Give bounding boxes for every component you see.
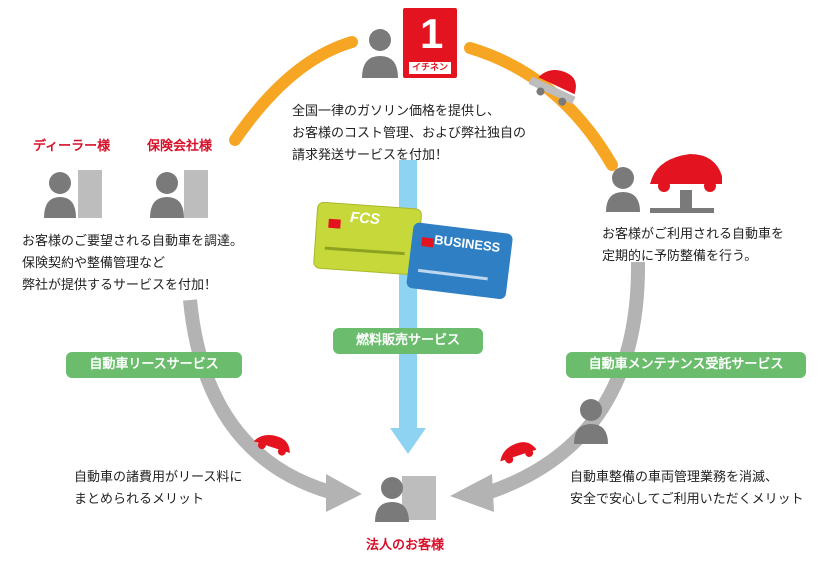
dealer-icon <box>44 170 102 218</box>
card-fcs-text: FCS <box>349 208 381 229</box>
top-person-icon <box>362 29 398 78</box>
gray-arrowhead-right <box>450 474 494 512</box>
blue-arrow-head <box>390 428 426 454</box>
top-desc-line-2: お客様のコスト管理、および弊社独自の <box>292 126 527 141</box>
top-desc-line-1: 全国一律のガソリン価格を提供し、 <box>292 104 501 119</box>
left-desc-line-2: 保険契約や整備管理など <box>22 256 166 271</box>
dealer-label: ディーラー様 <box>33 139 111 154</box>
insurer-icon <box>150 170 208 218</box>
tow-truck-icon <box>528 69 576 106</box>
ichinen-logo: 1 イチネン <box>403 8 457 78</box>
lease-benefit-line-2: まとめられるメリット <box>74 492 205 507</box>
logo-numeral: 1 <box>420 10 444 57</box>
gray-arrowhead-left <box>326 474 362 512</box>
customer-icon <box>375 476 436 522</box>
gray-arc-left <box>183 299 332 499</box>
red-car-left-icon <box>253 435 290 456</box>
left-desc-line-1: お客様のご要望される自動車を調達。 <box>22 234 244 249</box>
right-desc-line-1: お客様がご利用される自動車を <box>602 227 785 242</box>
left-desc-line-3: 弊社が提供するサービスを付加！ <box>22 278 218 293</box>
car-lift-icon <box>650 154 722 213</box>
right-desc-line-2: 定期的に予防整備を行う。 <box>602 249 758 264</box>
fuel-card-business <box>406 222 513 300</box>
lease-service-label: 自動車リースサービス <box>66 352 242 378</box>
mechanic-lower-icon <box>574 399 608 444</box>
maintenance-service-label: 自動車メンテナンス受託サービス <box>566 352 806 378</box>
red-car-right-icon <box>500 442 537 464</box>
logo-text: イチネン <box>409 62 451 74</box>
gray-arc-right <box>487 261 646 499</box>
maintenance-benefit-line-1: 自動車整備の車両管理業務を消滅、 <box>570 470 779 485</box>
top-desc-line-3: 請求発送サービスを付加！ <box>292 148 449 163</box>
customer-label: 法人のお客様 <box>366 538 445 553</box>
insurer-label: 保険会社様 <box>147 139 213 154</box>
maintenance-benefit-line-2: 安全で安心してご利用いただくメリット <box>570 492 804 507</box>
lease-benefit-line-1: 自動車の諸費用がリース料に <box>74 470 243 485</box>
fuel-card-fcs <box>313 201 422 276</box>
blue-arrow-shaft <box>399 160 417 430</box>
fuel-service-label: 燃料販売サービス <box>333 328 483 354</box>
orange-arc-left <box>229 36 358 146</box>
mechanic-icon <box>606 167 640 212</box>
